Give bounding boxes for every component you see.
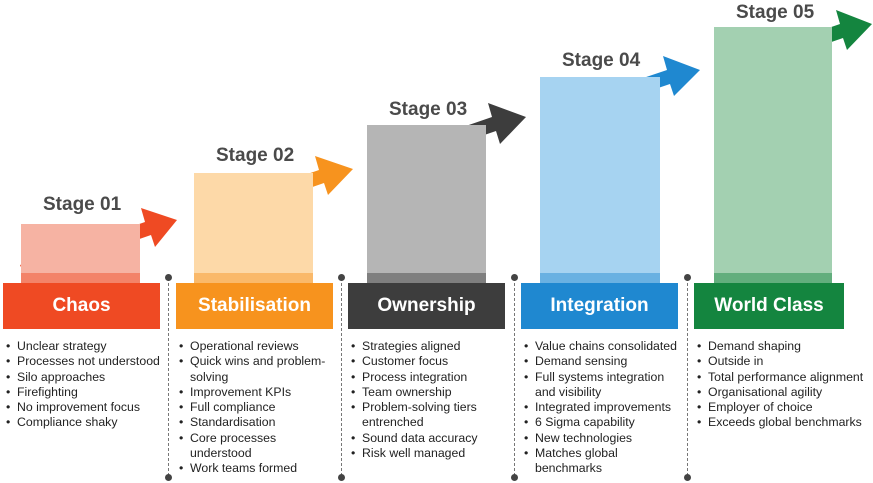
stage-pillar-base <box>194 273 313 283</box>
stage-title: Integration <box>521 283 678 329</box>
list-item: Strategies aligned <box>348 339 510 355</box>
stage-1: Stage 01 ChaosUnclear strategyProcesses n… <box>0 0 173 483</box>
stage-pillar-base <box>540 273 660 283</box>
stage-divider <box>341 278 342 476</box>
stage-label: Stage 02 <box>216 145 295 166</box>
list-item: Matches global benchmarks <box>521 446 683 477</box>
stage-label: Stage 04 <box>562 50 641 71</box>
stage-pillar <box>540 77 660 283</box>
stage-pillar-base <box>367 273 486 283</box>
list-item: Risk well managed <box>348 446 510 462</box>
list-item: Outside in <box>694 354 870 370</box>
divider-dot <box>684 274 691 281</box>
stage-characteristics-list: Unclear strategyProcesses not understood… <box>3 339 165 431</box>
list-item: Problem-solving tiers entrenched <box>348 400 510 431</box>
list-item: Customer focus <box>348 354 510 370</box>
stage-pillar <box>194 173 313 283</box>
list-item: Full compliance <box>176 400 338 416</box>
list-item: New technologies <box>521 431 683 447</box>
stage-title: Stabilisation <box>176 283 333 329</box>
stage-pillar-base <box>714 273 832 283</box>
list-item: Demand shaping <box>694 339 870 355</box>
list-item: Value chains consolidated <box>521 339 683 355</box>
stage-pillar <box>714 27 832 283</box>
stage-3: Stage 03OwnershipStrategies alignedCusto… <box>0 0 505 483</box>
divider-dot <box>684 474 691 481</box>
stage-label: Stage 01 <box>43 194 122 215</box>
stage-characteristics-list: Operational reviewsQuick wins and proble… <box>176 339 338 477</box>
stage-label: Stage 03 <box>389 99 468 120</box>
list-item: Silo approaches <box>3 370 165 386</box>
list-item: Exceeds global benchmarks <box>694 415 870 431</box>
stage-divider <box>168 278 169 476</box>
stage-divider <box>514 278 515 476</box>
stage-title: Ownership <box>348 283 505 329</box>
list-item: Unclear strategy <box>3 339 165 355</box>
list-item: Total performance alignment <box>694 370 870 386</box>
divider-dot <box>511 474 518 481</box>
list-item: Integrated improvements <box>521 400 683 416</box>
stage-title: World Class <box>694 283 844 329</box>
stage-pillar <box>367 125 486 283</box>
list-item: Demand sensing <box>521 354 683 370</box>
list-item: Compliance shaky <box>3 415 165 431</box>
list-item: Operational reviews <box>176 339 338 355</box>
list-item: Work teams formed <box>176 461 338 477</box>
stage-characteristics-list: Strategies alignedCustomer focusProcess … <box>348 339 510 462</box>
list-item: Core processes understood <box>176 431 338 462</box>
list-item: No improvement focus <box>3 400 165 416</box>
stage-divider <box>687 278 688 476</box>
stage-title: Chaos <box>3 283 160 329</box>
stage-pillar <box>21 224 140 283</box>
stage-4: Stage 04IntegrationValue chains consolid… <box>0 0 678 483</box>
divider-dot <box>511 274 518 281</box>
list-item: Processes not understood <box>3 354 165 370</box>
stage-characteristics-list: Value chains consolidatedDemand sensingF… <box>521 339 683 477</box>
stage-pillar-base <box>21 273 140 283</box>
divider-dot <box>165 474 172 481</box>
list-item: 6 Sigma capability <box>521 415 683 431</box>
list-item: Process integration <box>348 370 510 386</box>
list-item: Team ownership <box>348 385 510 401</box>
stage-label: Stage 05 <box>736 2 815 23</box>
list-item: Full systems integration and visibility <box>521 370 683 401</box>
divider-dot <box>165 274 172 281</box>
list-item: Sound data accuracy <box>348 431 510 447</box>
divider-dot <box>338 274 345 281</box>
list-item: Quick wins and problem-solving <box>176 354 338 385</box>
list-item: Firefighting <box>3 385 165 401</box>
list-item: Employer of choice <box>694 400 870 416</box>
list-item: Standardisation <box>176 415 338 431</box>
divider-dot <box>338 474 345 481</box>
list-item: Organisational agility <box>694 385 870 401</box>
stage-characteristics-list: Demand shapingOutside inTotal performanc… <box>694 339 870 431</box>
list-item: Improvement KPIs <box>176 385 338 401</box>
stage-2: Stage 02StabilisationOperational reviews… <box>0 0 333 483</box>
